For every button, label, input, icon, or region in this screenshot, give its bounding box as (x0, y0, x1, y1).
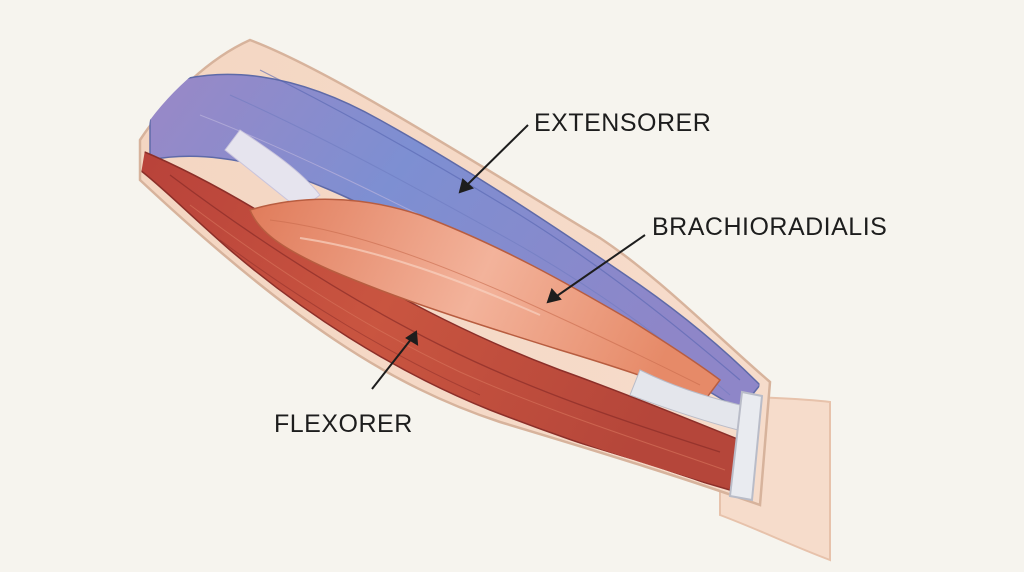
flexors-pointer (371, 330, 419, 390)
wrist-band (728, 390, 764, 502)
brachioradialis-muscle (248, 198, 722, 401)
brachioradialis-label: BRACHIORADIALIS (652, 213, 888, 241)
extensors-pointer (458, 124, 529, 194)
extensors-label: EXTENSORER (534, 109, 712, 137)
brachioradialis-pointer (546, 234, 646, 304)
flexors-label: FLEXORER (274, 410, 413, 438)
